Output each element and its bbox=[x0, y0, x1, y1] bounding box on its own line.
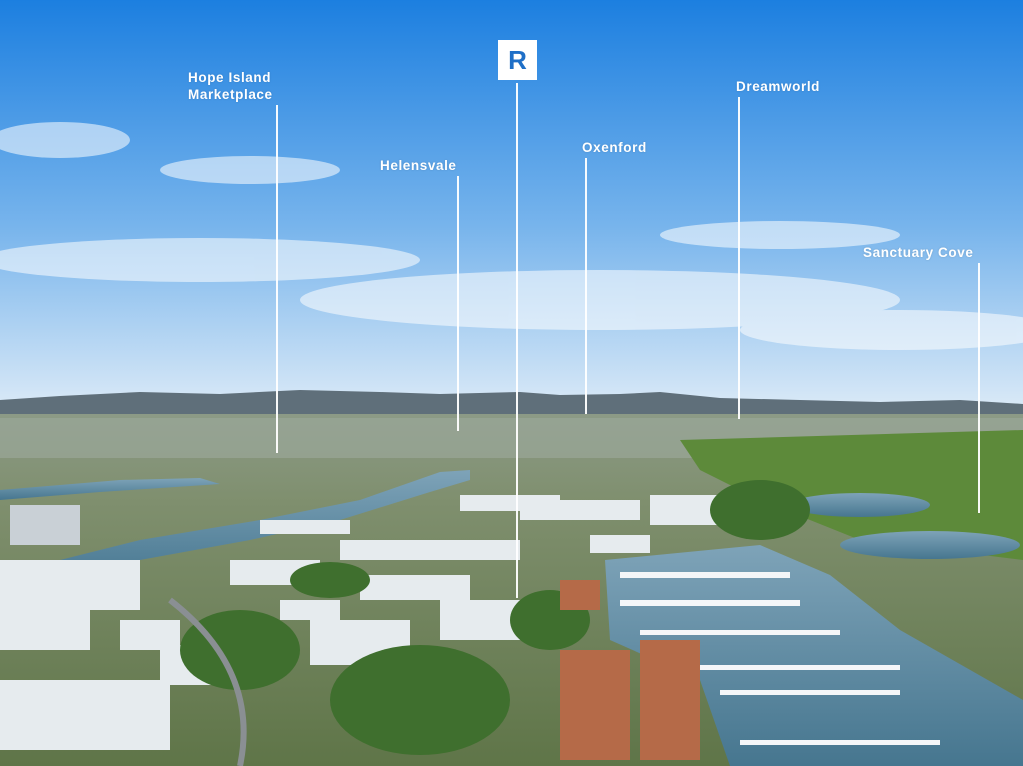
label-hope-island-line1: Hope Island bbox=[188, 70, 272, 85]
label-sanctuary-cove: Sanctuary Cove bbox=[863, 245, 974, 260]
brand-logo: R bbox=[498, 40, 537, 80]
label-helensvale: Helensvale bbox=[380, 158, 457, 173]
label-dreamworld: Dreamworld bbox=[736, 79, 821, 94]
road bbox=[168, 597, 247, 766]
boats bbox=[620, 572, 940, 745]
leader-center bbox=[516, 83, 518, 598]
leader-hope-island bbox=[276, 105, 278, 453]
label-hope-island-line2: Marketplace bbox=[188, 87, 273, 102]
label-oxenford: Oxenford bbox=[582, 140, 647, 155]
leader-sanctuary-cove bbox=[978, 263, 980, 513]
leader-oxenford bbox=[585, 158, 587, 414]
label-hope-island: Hope Island Marketplace bbox=[188, 69, 273, 103]
terracotta-houses bbox=[560, 580, 700, 760]
leader-helensvale bbox=[457, 176, 459, 431]
logo-letter: R bbox=[508, 44, 527, 75]
leader-dreamworld bbox=[738, 97, 740, 419]
canal-left bbox=[20, 470, 470, 585]
mountain-range bbox=[0, 390, 1023, 420]
clouds bbox=[0, 122, 1023, 350]
